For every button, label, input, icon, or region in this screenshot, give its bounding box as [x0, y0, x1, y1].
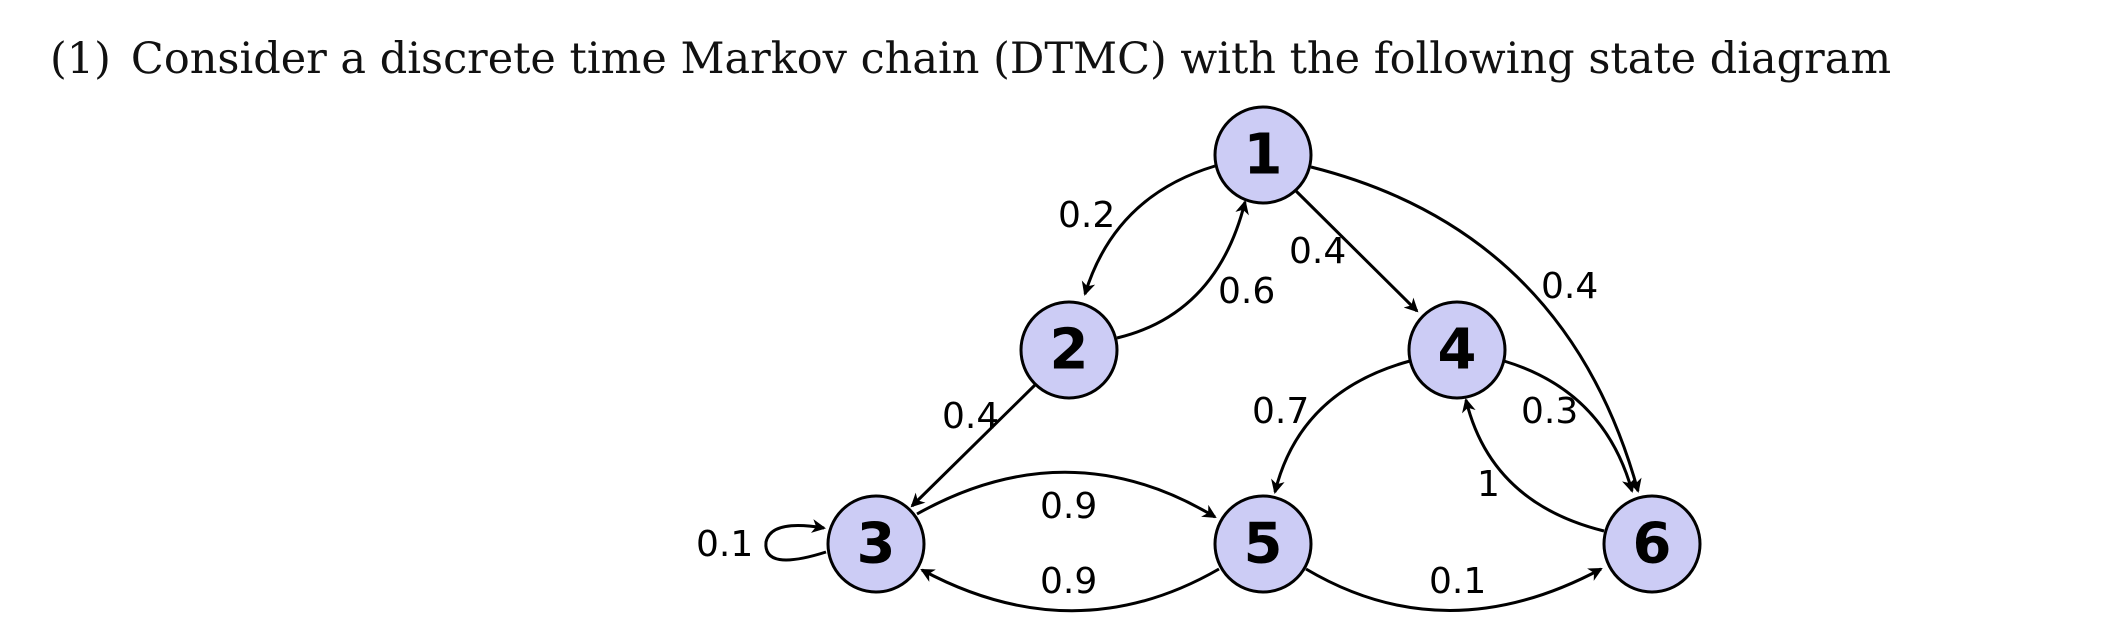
edge-label-6-to-4: 1 — [1477, 464, 1500, 505]
problem-text: Consider a discrete time Markov chain (D… — [130, 34, 1892, 84]
node-3-circle — [826, 494, 926, 594]
edge-1-to-4 — [1293, 188, 1419, 313]
edge-6-to-4 — [1462, 398, 1605, 533]
edge-1-to-2 — [1081, 164, 1216, 296]
edge-4-to-5 — [1271, 359, 1411, 494]
node-2-label: 2 — [1050, 318, 1089, 383]
edges — [764, 164, 1642, 613]
node-1-label: 1 — [1244, 123, 1283, 188]
node-3: 3 — [826, 494, 926, 594]
edge-label-5-to-3: 0.9 — [1040, 561, 1097, 602]
node-5-label: 5 — [1244, 512, 1283, 577]
edge-5-to-6 — [1305, 567, 1603, 612]
problem-statement: (1) Consider a discrete time Markov chain… — [50, 34, 1891, 84]
edge-3-to-5 — [916, 470, 1217, 519]
edge-label-1-to-2: 0.2 — [1058, 195, 1115, 236]
node-1: 1 — [1213, 105, 1313, 205]
edge-labels: 0.2 0.6 0.4 0.4 0.4 0.1 0.9 0.9 0.7 0.3 … — [696, 195, 1598, 602]
node-2-circle — [1019, 300, 1119, 400]
node-4: 4 — [1407, 300, 1507, 400]
node-5: 5 — [1213, 494, 1313, 594]
nodes: 1 2 3 4 5 6 — [826, 105, 1702, 594]
edge-label-4-to-5: 0.7 — [1252, 391, 1309, 432]
edge-label-2-to-3: 0.4 — [942, 396, 999, 437]
edge-label-5-to-6: 0.1 — [1429, 561, 1486, 602]
node-6-label: 6 — [1633, 512, 1672, 577]
edge-label-3-to-5: 0.9 — [1040, 486, 1097, 527]
node-6-circle — [1602, 494, 1702, 594]
problem-number: (1) — [50, 34, 111, 84]
node-1-circle — [1213, 105, 1313, 205]
edge-4-to-6 — [1503, 359, 1636, 493]
edge-label-3-to-3: 0.1 — [696, 524, 753, 565]
edge-1-to-6 — [1310, 165, 1642, 493]
edge-label-4-to-6: 0.3 — [1521, 391, 1578, 432]
edge-2-to-3 — [910, 382, 1038, 508]
node-4-circle — [1407, 300, 1507, 400]
edge-label-1-to-4: 0.4 — [1289, 231, 1346, 272]
edge-3-to-3 — [764, 519, 827, 562]
node-3-label: 3 — [857, 512, 896, 577]
edge-label-1-to-6: 0.4 — [1541, 266, 1598, 307]
edge-2-to-1 — [1116, 200, 1249, 340]
edge-label-2-to-1: 0.6 — [1218, 271, 1275, 312]
node-5-circle — [1213, 494, 1313, 594]
node-4-label: 4 — [1438, 318, 1477, 383]
node-2: 2 — [1019, 300, 1119, 400]
node-6: 6 — [1602, 494, 1702, 594]
edge-5-to-3 — [920, 567, 1220, 613]
